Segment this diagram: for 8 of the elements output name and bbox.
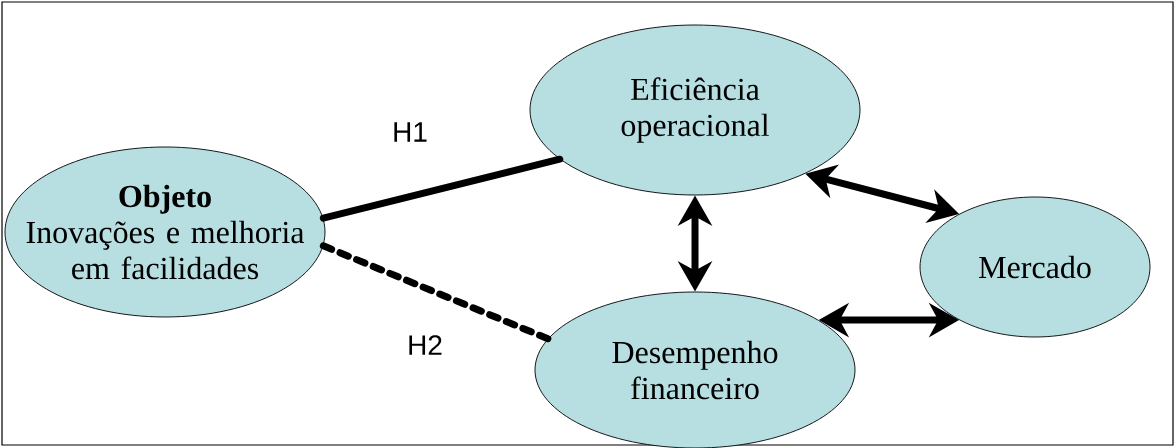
ellipse-node: Mercado [919,196,1151,338]
ellipse-node: Desempenho financeiro [534,291,856,448]
connector-line [319,155,564,222]
edge-label: H2 [406,334,444,356]
connector-line [319,242,552,343]
ellipse-node: Eficiência operacional [529,24,861,196]
edge-label: H1 [391,121,429,143]
ellipse-node: Objeto Inovações e melhoria em facilidades [4,146,326,318]
